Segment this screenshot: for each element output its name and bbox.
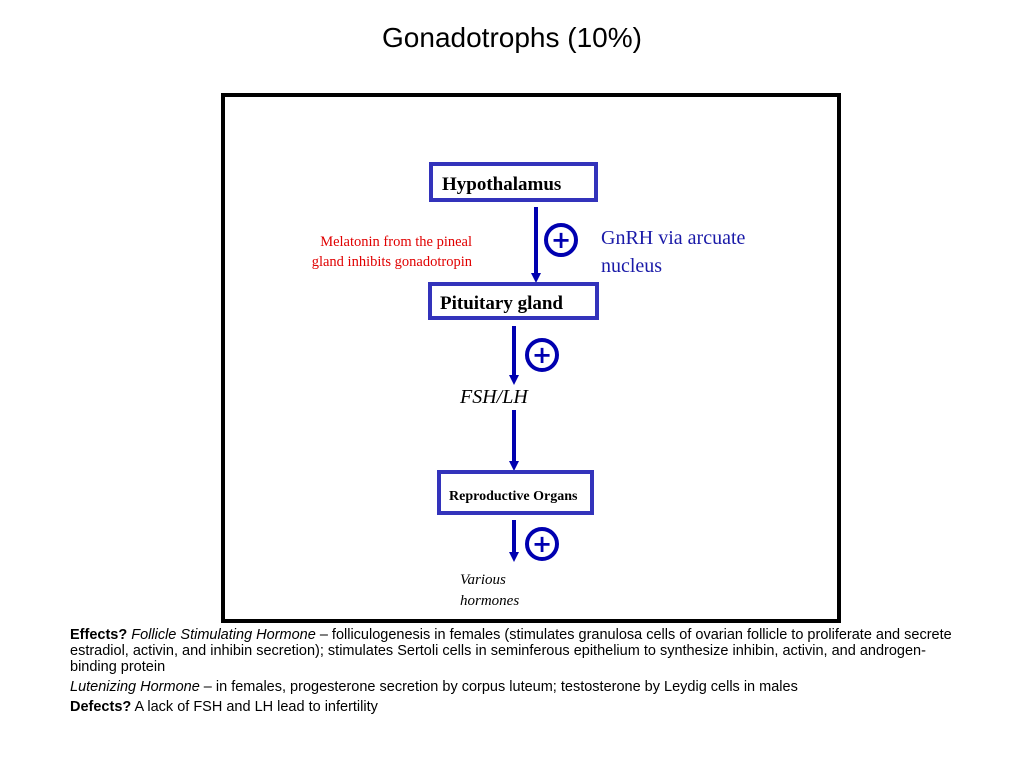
gnrh-note: GnRH via arcuate nucleus	[601, 224, 801, 280]
various-hormones-line1: Various	[460, 572, 506, 588]
pituitary-gland-node: Pituitary gland	[428, 282, 599, 320]
gnrh-note-line2: nucleus	[601, 255, 663, 277]
diagram-frame	[221, 93, 841, 623]
reproductive-organs-node: Reproductive Organs	[437, 470, 594, 515]
lh-term: Lutenizing Hormone	[70, 679, 200, 695]
effects-label: Effects?	[70, 627, 128, 643]
defects-paragraph: Defects? A lack of FSH and LH lead to in…	[70, 699, 970, 715]
effects-paragraph: Effects? Follicle Stimulating Hormone – …	[70, 627, 970, 675]
caption-text: Effects? Follicle Stimulating Hormone – …	[70, 627, 970, 719]
lh-paragraph: Lutenizing Hormone – in females, progest…	[70, 679, 970, 695]
gnrh-note-line1: GnRH via arcuate	[601, 227, 746, 249]
stimulate-plus-icon: +	[544, 223, 578, 257]
melatonin-note: Melatonin from the pineal gland inhibits…	[278, 232, 472, 272]
stimulate-plus-icon: +	[525, 338, 559, 372]
stimulate-plus-icon: +	[525, 527, 559, 561]
slide-title: Gonadotrophs (10%)	[382, 22, 642, 53]
various-hormones-label: Various hormones	[460, 570, 550, 612]
melatonin-note-line1: Melatonin from the pineal	[320, 234, 472, 250]
fsh-description: – folliculogenesis in females (stimulate…	[70, 627, 952, 675]
lh-description: – in females, progesterone secretion by …	[199, 679, 798, 695]
hypothalamus-node: Hypothalamus	[429, 162, 598, 202]
fsh-lh-label: FSH/LH	[460, 386, 528, 408]
various-hormones-line2: hormones	[460, 593, 520, 609]
melatonin-note-line2: gland inhibits gonadotropin	[311, 254, 472, 270]
defects-description: A lack of FSH and LH lead to infertility	[131, 699, 378, 715]
fsh-term: Follicle Stimulating Hormone	[131, 627, 316, 643]
defects-label: Defects?	[70, 699, 132, 715]
